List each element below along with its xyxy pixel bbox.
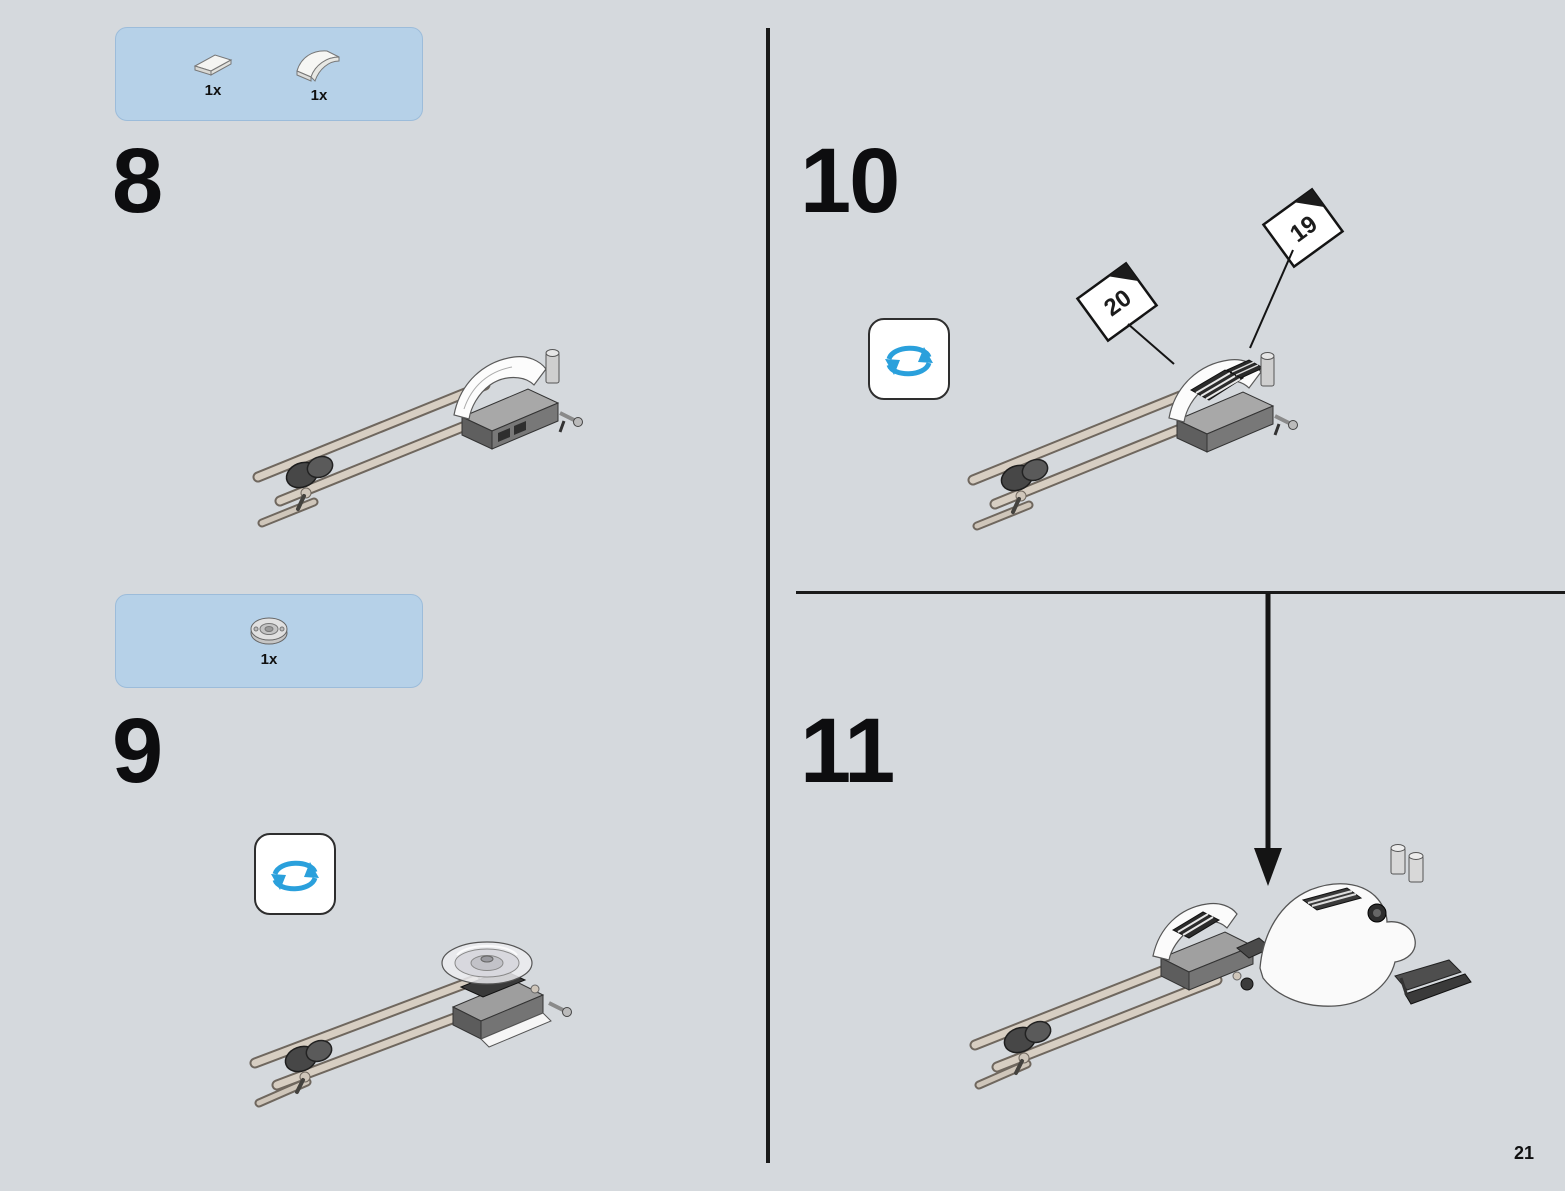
part-count: 1x (260, 650, 278, 668)
body-block (460, 388, 560, 450)
part-count: 1x (310, 86, 328, 104)
handle-cylinders (1390, 844, 1424, 883)
page-number: 21 (1514, 1143, 1535, 1163)
part-entry: 1x (246, 615, 292, 668)
seat-grille (1301, 887, 1363, 911)
parts-callout-step9: 1x (115, 594, 423, 688)
rotate-arrows-icon (271, 860, 319, 892)
underside-details (1232, 971, 1254, 991)
step-11-assembly-illustration (969, 844, 1472, 1090)
step-8-assembly-illustration (252, 349, 583, 528)
step-10-number: 10 (800, 130, 900, 232)
sticker-connector-lines (1127, 249, 1294, 365)
white-curved-slope-icon (296, 49, 340, 82)
step-9-number: 9 (112, 700, 163, 802)
body-block (1175, 391, 1275, 453)
applied-sticker-20 (1189, 369, 1245, 401)
step-11-number: 11 (800, 700, 895, 802)
turntable-base-icon (250, 617, 288, 644)
front-axle-rings (284, 1039, 333, 1094)
front-axle-rings (1000, 458, 1049, 514)
rear-cylinder (545, 349, 560, 384)
side-lever (1273, 414, 1298, 436)
attach-arrow (1254, 593, 1282, 886)
sticker-19-connector-line (1249, 249, 1294, 349)
rear-fins (1394, 959, 1472, 1005)
frame-rods (249, 974, 503, 1108)
side-lever (530, 984, 572, 1017)
part-entry: 1x (291, 45, 347, 104)
applied-sticker-panel (1171, 911, 1221, 939)
white-cowl (1152, 902, 1238, 961)
step-9-assembly-illustration (249, 941, 572, 1108)
white-flat-tile-icon (193, 53, 233, 76)
rear-cylinder (1260, 352, 1275, 387)
sticker-19: 19 (1261, 187, 1345, 269)
body-block (451, 980, 545, 1040)
rotate-model-icon (868, 318, 950, 400)
part-entry: 1x (191, 50, 235, 99)
rotate-model-icon (254, 833, 336, 915)
parts-callout-step8: 1x 1x (115, 27, 423, 121)
sticker-20: 20 (1075, 261, 1159, 343)
vertical-divider (766, 28, 770, 1163)
radar-dish (441, 941, 533, 985)
step-10-assembly-illustration (967, 352, 1298, 531)
front-axle-rings (1003, 1020, 1052, 1075)
sticker-20-connector-line (1127, 323, 1175, 365)
body-block (1159, 931, 1255, 991)
white-skid (480, 1012, 552, 1048)
step-8-number: 8 (112, 130, 163, 232)
rotate-arrows-icon (885, 345, 933, 377)
front-axle-rings (285, 455, 334, 511)
part-count: 1x (204, 81, 222, 99)
engine-intake (1367, 903, 1387, 923)
horizontal-divider (796, 591, 1565, 594)
side-lever (558, 411, 583, 433)
